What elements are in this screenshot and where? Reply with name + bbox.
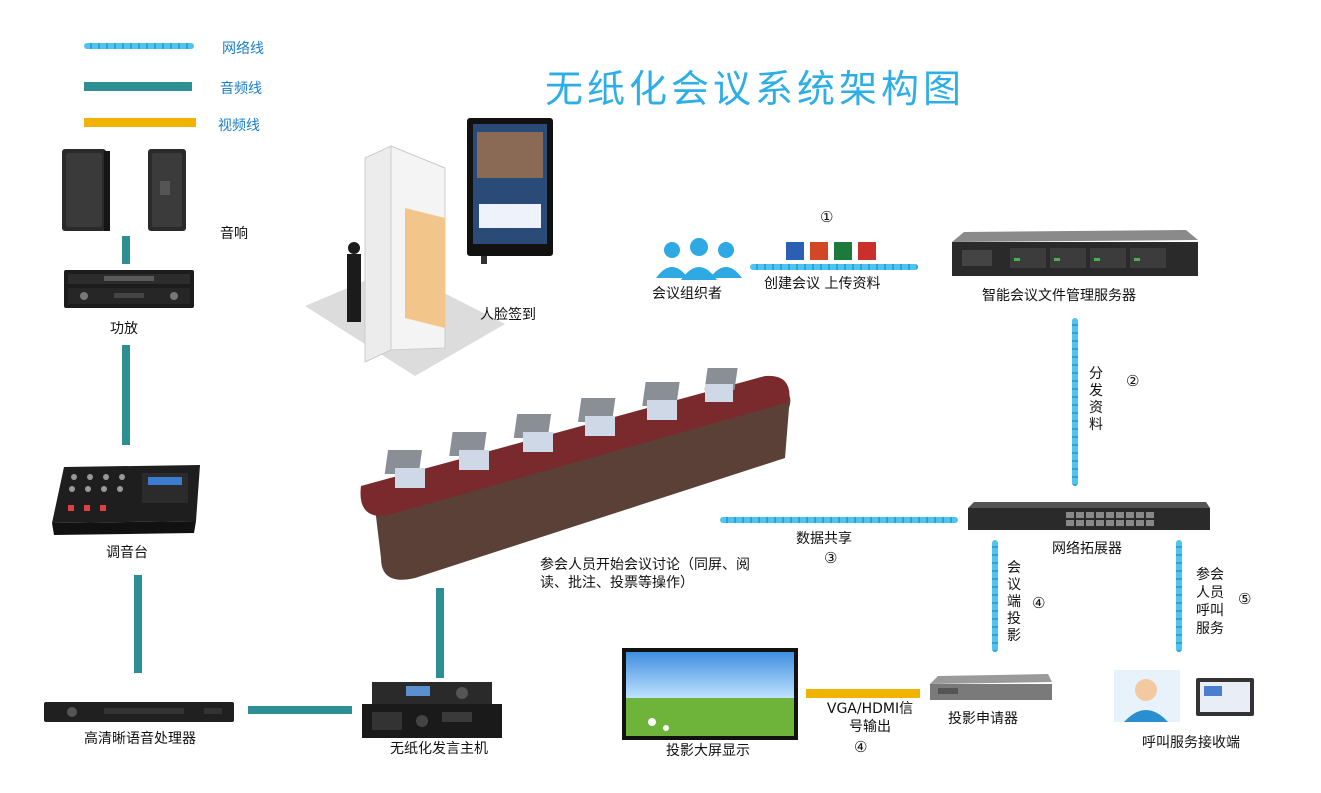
big-screen-label: 投影大屏显示	[666, 743, 750, 759]
network-cable-server-switch	[1072, 318, 1078, 486]
amplifier-icon	[64, 270, 194, 308]
audio-cable-table-host	[436, 588, 444, 678]
data-share-label: 数据共享	[796, 531, 852, 547]
call-receiver-label: 呼叫服务接收端	[1142, 735, 1240, 751]
face-signin-scene	[305, 118, 565, 376]
create-upload-step: ①	[820, 208, 834, 226]
signal-output-step: ④	[854, 738, 868, 756]
speaker-pair	[60, 145, 200, 235]
switch-label: 网络拓展器	[1052, 541, 1122, 557]
speech-host-icon	[362, 682, 502, 738]
people-icon	[656, 238, 742, 280]
call-service-step: ⑤	[1238, 590, 1252, 608]
network-cable-switch-call	[1176, 540, 1182, 652]
audio-cable-amp-mixer	[122, 345, 130, 445]
amplifier-device	[64, 268, 194, 312]
terminal-projection-step: ④	[1032, 594, 1046, 612]
meeting-table-label: 参会人员开始会议讨论（同屏、阅读、批注、投票等操作）	[540, 557, 750, 591]
voice-processor-label: 高清晰语音处理器	[84, 731, 196, 747]
big-screen-device	[622, 648, 800, 742]
data-share-step: ③	[824, 549, 838, 567]
face-signin-label: 人脸签到	[480, 307, 536, 323]
create-upload-label: 创建会议 上传资料	[764, 276, 881, 292]
meeting-table	[355, 358, 795, 590]
mixer-device	[50, 463, 205, 538]
server-device	[950, 230, 1200, 280]
voice-processor-icon	[44, 702, 234, 722]
speech-host-device	[362, 680, 502, 740]
speaker-label: 音响	[220, 226, 248, 242]
network-cable-organizer-server	[750, 264, 918, 270]
call-service-label: 参会人员呼叫服务	[1196, 567, 1224, 637]
signal-output-label: VGA/HDMI信号输出	[826, 701, 914, 735]
legend-network-swatch	[84, 43, 194, 49]
document-icons	[786, 238, 880, 262]
mixer-label: 调音台	[106, 545, 148, 561]
mixer-icon	[52, 465, 200, 535]
switch-device	[966, 500, 1212, 534]
distribute-step: ②	[1126, 372, 1140, 390]
organizer-label: 会议组织者	[652, 286, 722, 302]
legend: 网络线 音频线 视频线	[82, 38, 282, 138]
terminal-projection-label: 会议端投影	[1007, 560, 1021, 644]
organizer-icon-group	[652, 238, 746, 280]
legend-audio-swatch	[84, 82, 192, 91]
speaker-icon	[62, 149, 186, 231]
server-icon	[952, 230, 1198, 276]
office-file-icon	[786, 242, 876, 260]
meeting-table-icon	[360, 368, 791, 580]
diagram-title: 无纸化会议系统架构图	[545, 67, 966, 111]
display-screen-icon	[622, 648, 798, 740]
face-signin-icon	[305, 118, 553, 376]
projector-requester-device	[928, 674, 1054, 704]
audio-cable-mixer-processor	[134, 575, 142, 673]
legend-video-label: 视频线	[218, 118, 260, 134]
video-cable-requester-screen	[806, 689, 920, 698]
legend-network-label: 网络线	[222, 41, 264, 57]
speech-host-label: 无纸化发言主机	[390, 741, 488, 757]
server-label: 智能会议文件管理服务器	[982, 288, 1136, 304]
switch-icon	[968, 502, 1210, 530]
voice-processor-device	[44, 700, 234, 724]
network-cable-switch-requester	[992, 540, 998, 652]
amplifier-label: 功放	[110, 321, 138, 337]
legend-audio-label: 音频线	[220, 81, 262, 97]
legend-video-swatch	[84, 118, 196, 127]
projector-requester-label: 投影申请器	[948, 711, 1018, 727]
network-cable-table-switch	[720, 517, 958, 523]
audio-cable-processor-host	[248, 706, 352, 714]
distribute-label: 分发资料	[1089, 366, 1103, 433]
call-receiver-icon	[1114, 670, 1254, 722]
call-receiver-device	[1112, 668, 1256, 724]
projector-requester-icon	[930, 674, 1052, 700]
audio-cable-speaker-amp	[122, 236, 130, 264]
